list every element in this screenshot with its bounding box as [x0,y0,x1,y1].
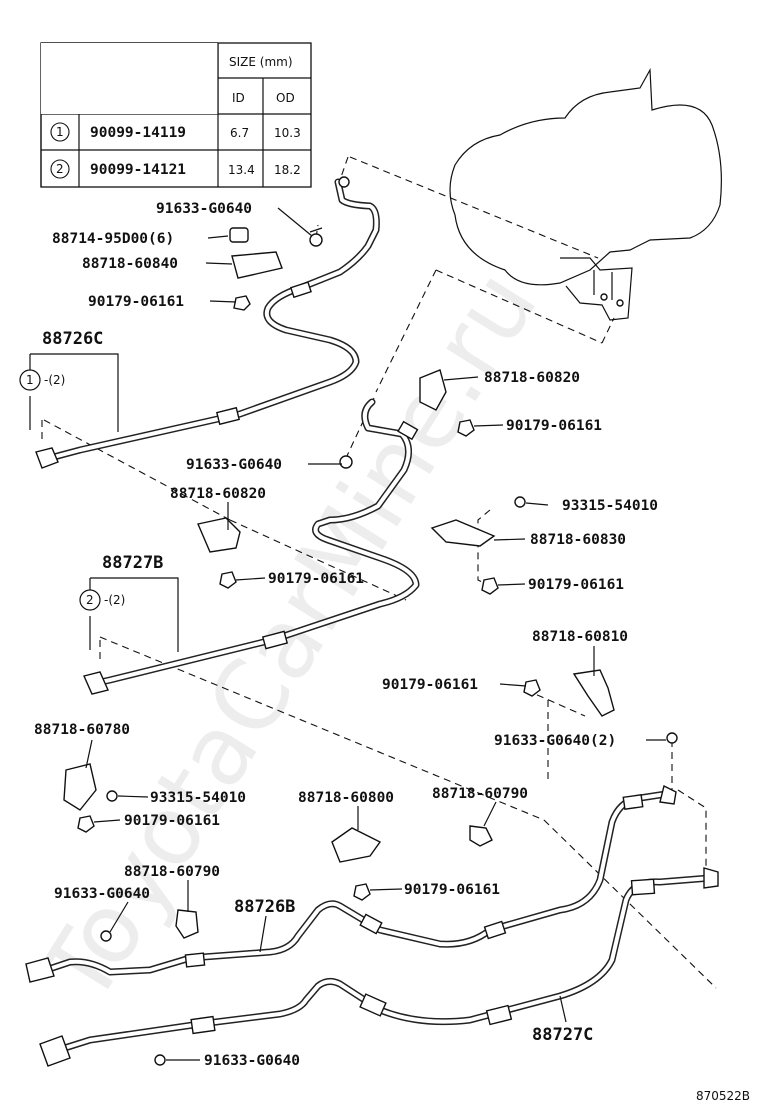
label-93315-54010-b: 93315-54010 [150,790,246,806]
dashed-guides [41,156,717,989]
callout-2: 2 [79,589,101,611]
label-90179-06161-g: 90179-06161 [404,882,500,898]
label-91633-g0640-e: 91633-G0640 [204,1053,300,1069]
label-88718-60780: 88718-60780 [34,722,130,738]
tube-88727b [83,398,420,695]
callout-1: 1 [19,369,41,391]
label-91633-g0640-a: 91633-G0640 [156,201,252,217]
label-qty-a: -(2) [44,373,65,387]
label-88718-60810: 88718-60810 [532,629,628,645]
row1-part: 90099-14119 [90,125,186,141]
size-header: SIZE (mm) [229,55,293,69]
hardware [63,227,678,1066]
engine-outline [449,67,722,321]
label-88727b: 88727B [102,553,163,573]
label-91633-g0640-d: 91633-G0640 [54,886,150,902]
label-88727c: 88727C [532,1025,593,1045]
id-header: ID [232,91,245,105]
label-90179-06161-b: 90179-06161 [506,418,602,434]
label-90179-06161-d: 90179-06161 [268,571,364,587]
row2-part: 90099-14121 [90,162,186,178]
label-90179-06161-e: 90179-06161 [382,677,478,693]
label-88718-60790-b: 88718-60790 [124,864,220,880]
label-88726c: 88726C [42,329,103,349]
row1-od: 10.3 [274,126,301,140]
od-header: OD [276,91,295,105]
label-88714-95d00: 88714-95D00(6) [52,231,174,247]
label-88718-60840: 88718-60840 [82,256,178,272]
tube-88726b [25,784,677,983]
label-88718-60820-a: 88718-60820 [484,370,580,386]
row2-mark: 2 [56,162,64,176]
row2-id: 13.4 [228,163,255,177]
size-table: SIZE (mm) ID OD 1 90099-14119 6.7 10.3 2… [40,42,312,188]
svg-text:1: 1 [26,373,34,387]
label-88718-60830: 88718-60830 [530,532,626,548]
label-88718-60790-a: 88718-60790 [432,786,528,802]
label-90179-06161-c: 90179-06161 [528,577,624,593]
label-88726b: 88726B [234,897,295,917]
label-91633-g0640-b: 91633-G0640 [186,457,282,473]
svg-text:2: 2 [86,593,94,607]
row1-id: 6.7 [230,126,249,140]
label-93315-54010-a: 93315-54010 [562,498,658,514]
row2-od: 18.2 [274,163,301,177]
leader-lines [29,207,666,1061]
label-88718-60800: 88718-60800 [298,790,394,806]
tube-88726c [35,176,380,469]
label-90179-06161-a: 90179-06161 [88,294,184,310]
label-90179-06161-f: 90179-06161 [124,813,220,829]
label-91633-g0640-c: 91633-G0640(2) [494,733,616,749]
part-labels: 91633-G0640 88714-95D00(6) 88718-60840 9… [34,201,658,1069]
label-qty-b: -(2) [104,593,125,607]
diagram-code: 870522B [696,1089,750,1103]
tube-88727c [39,867,719,1067]
row1-mark: 1 [56,125,64,139]
label-88718-60820-b: 88718-60820 [170,486,266,502]
